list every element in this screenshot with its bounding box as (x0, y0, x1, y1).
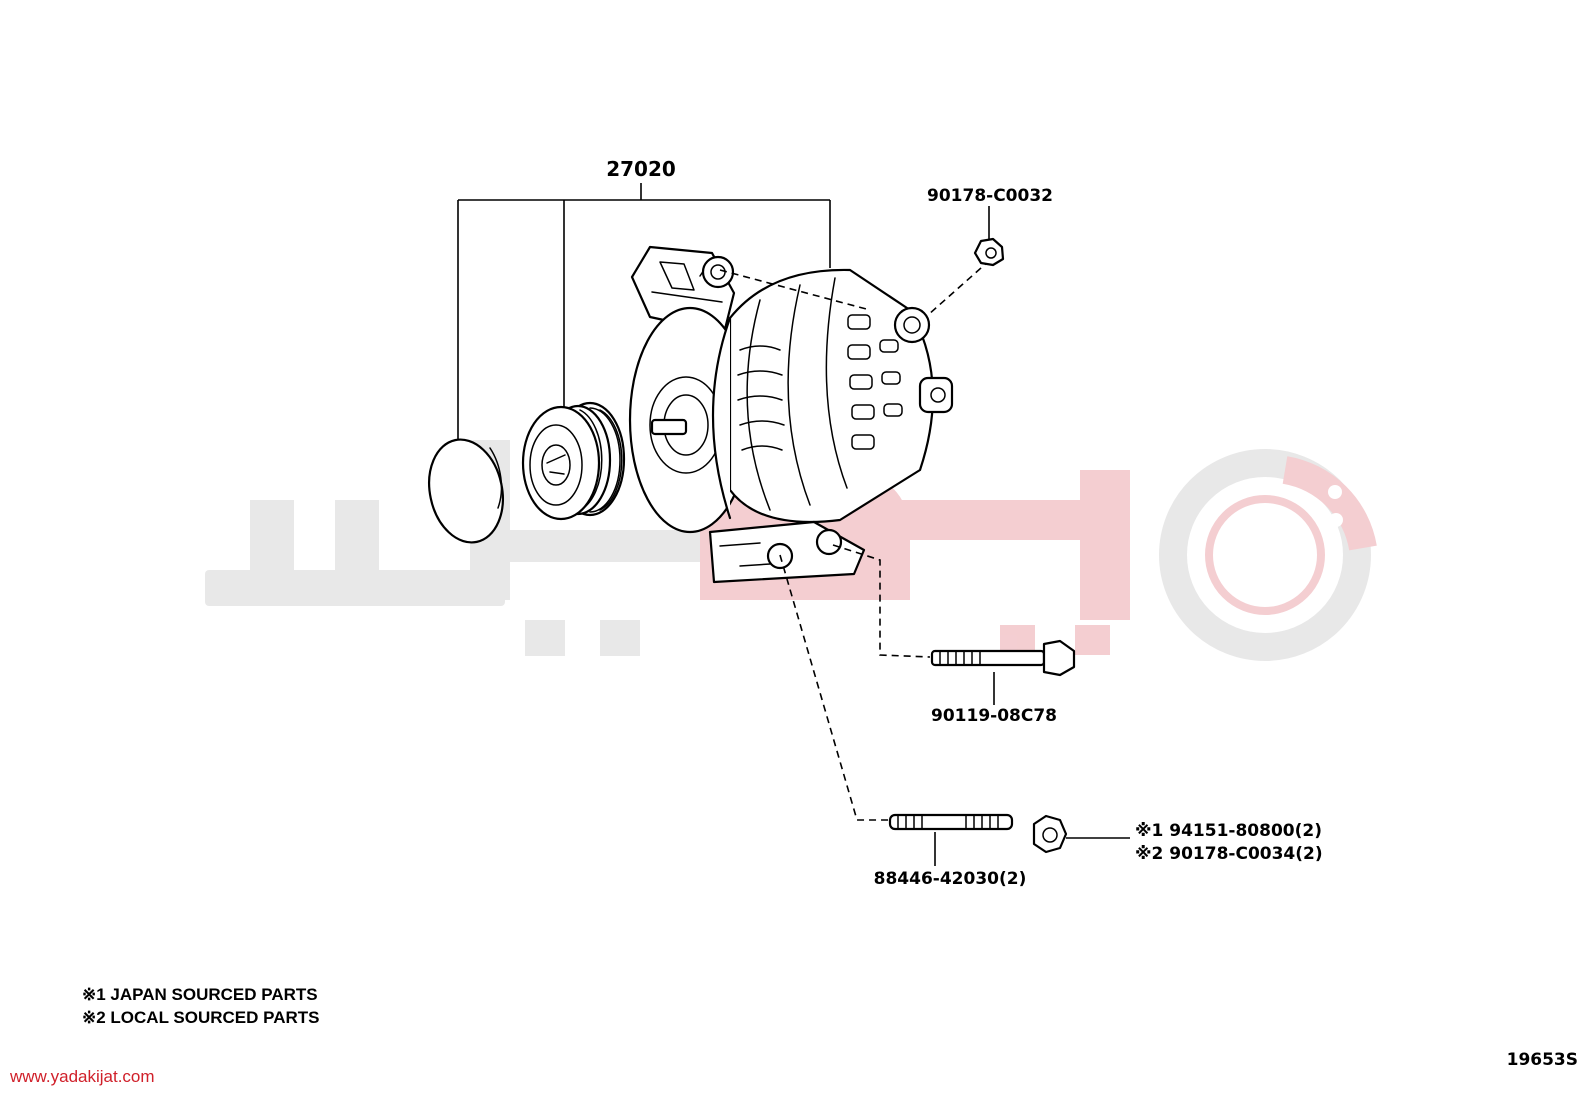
legend-note-2: ※2 LOCAL SOURCED PARTS (82, 1008, 319, 1027)
watermark-url: www.yadakijat.com (9, 1067, 155, 1086)
nut-94151-80800 (1032, 814, 1130, 854)
label-90178-C0032: 90178-C0032 (927, 186, 1053, 206)
label-94151-80800: ※1 94151-80800(2) (1135, 821, 1322, 841)
label-90119-08C78: 90119-08C78 (931, 706, 1057, 726)
label-88446-42030: 88446-42030(2) (874, 869, 1027, 889)
nut-90178-C0032 (973, 206, 1005, 267)
pulley-cap (428, 438, 504, 544)
stud-88446-42030 (888, 813, 1014, 866)
pulley (521, 401, 626, 521)
bolt-90119-08C78 (930, 639, 1076, 705)
label-27020: 27020 (606, 157, 676, 181)
alternator (628, 245, 954, 584)
install-lines (719, 259, 991, 821)
legend-note-1: ※1 JAPAN SOURCED PARTS (82, 985, 318, 1004)
assembly-bracket (457, 183, 831, 445)
figure-code: 19653S (1507, 1050, 1578, 1070)
label-90178-C0034: ※2 90178-C0034(2) (1135, 844, 1323, 864)
